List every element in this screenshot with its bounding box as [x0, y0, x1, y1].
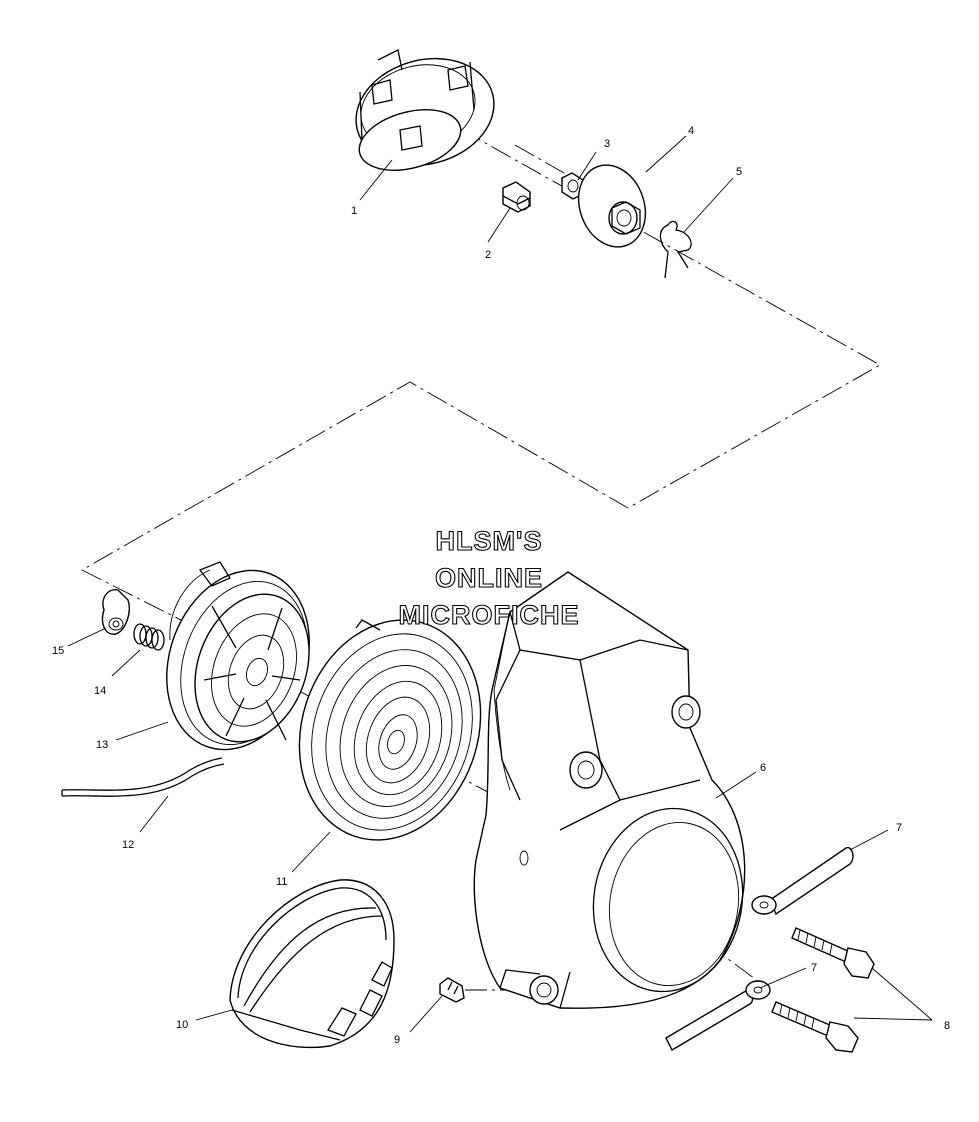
- pawl-part-15: [101, 589, 130, 635]
- callout-3: 3: [604, 138, 610, 150]
- shim-part-7-upper: [751, 846, 854, 916]
- bolts-part-8: [771, 927, 875, 1053]
- callout-5: 5: [736, 166, 742, 178]
- callout-7-lower: 7: [811, 962, 817, 974]
- bolt-part-9: [439, 977, 465, 1003]
- callout-9: 9: [394, 1034, 400, 1046]
- clip-part-5: [659, 220, 692, 279]
- callout-11: 11: [276, 876, 287, 888]
- callout-12: 12: [122, 839, 134, 851]
- spring-part-14: [133, 623, 165, 651]
- callout-13: 13: [96, 739, 108, 751]
- reel-pulley-part-13: [166, 561, 310, 751]
- callout-2: 2: [485, 249, 491, 261]
- callout-1: 1: [351, 205, 357, 217]
- watermark-line-1: HLSM'S: [436, 526, 543, 556]
- callout-4: 4: [688, 125, 694, 137]
- watermark: HLSM'S ONLINE MICROFICHE: [398, 525, 580, 630]
- callout-14: 14: [94, 685, 106, 697]
- starter-rope-part-12: [61, 757, 225, 797]
- recoil-housing-part-6: [473, 571, 746, 1009]
- callout-8: 8: [944, 1020, 950, 1032]
- starter-cup-part: [355, 49, 495, 171]
- callout-7-upper: 7: [896, 822, 902, 834]
- leader-lines: [67, 135, 933, 1033]
- callout-6: 6: [760, 762, 766, 774]
- callout-15: 15: [52, 645, 64, 657]
- callout-numbers: 1 2 3 4 5 6 7 7 8 9 10 11 12 13 14 15: [52, 125, 950, 1046]
- handle-part-10: [229, 879, 395, 1049]
- watermark-line-2: ONLINE: [435, 563, 543, 593]
- recoil-spring-part-11: [298, 619, 482, 841]
- bolt-part-2: [502, 181, 531, 213]
- drive-plate-part-4: [577, 164, 647, 248]
- shim-part-7-lower: [665, 980, 771, 1051]
- callout-10: 10: [176, 1019, 188, 1031]
- watermark-line-3: MICROFICHE: [399, 600, 580, 630]
